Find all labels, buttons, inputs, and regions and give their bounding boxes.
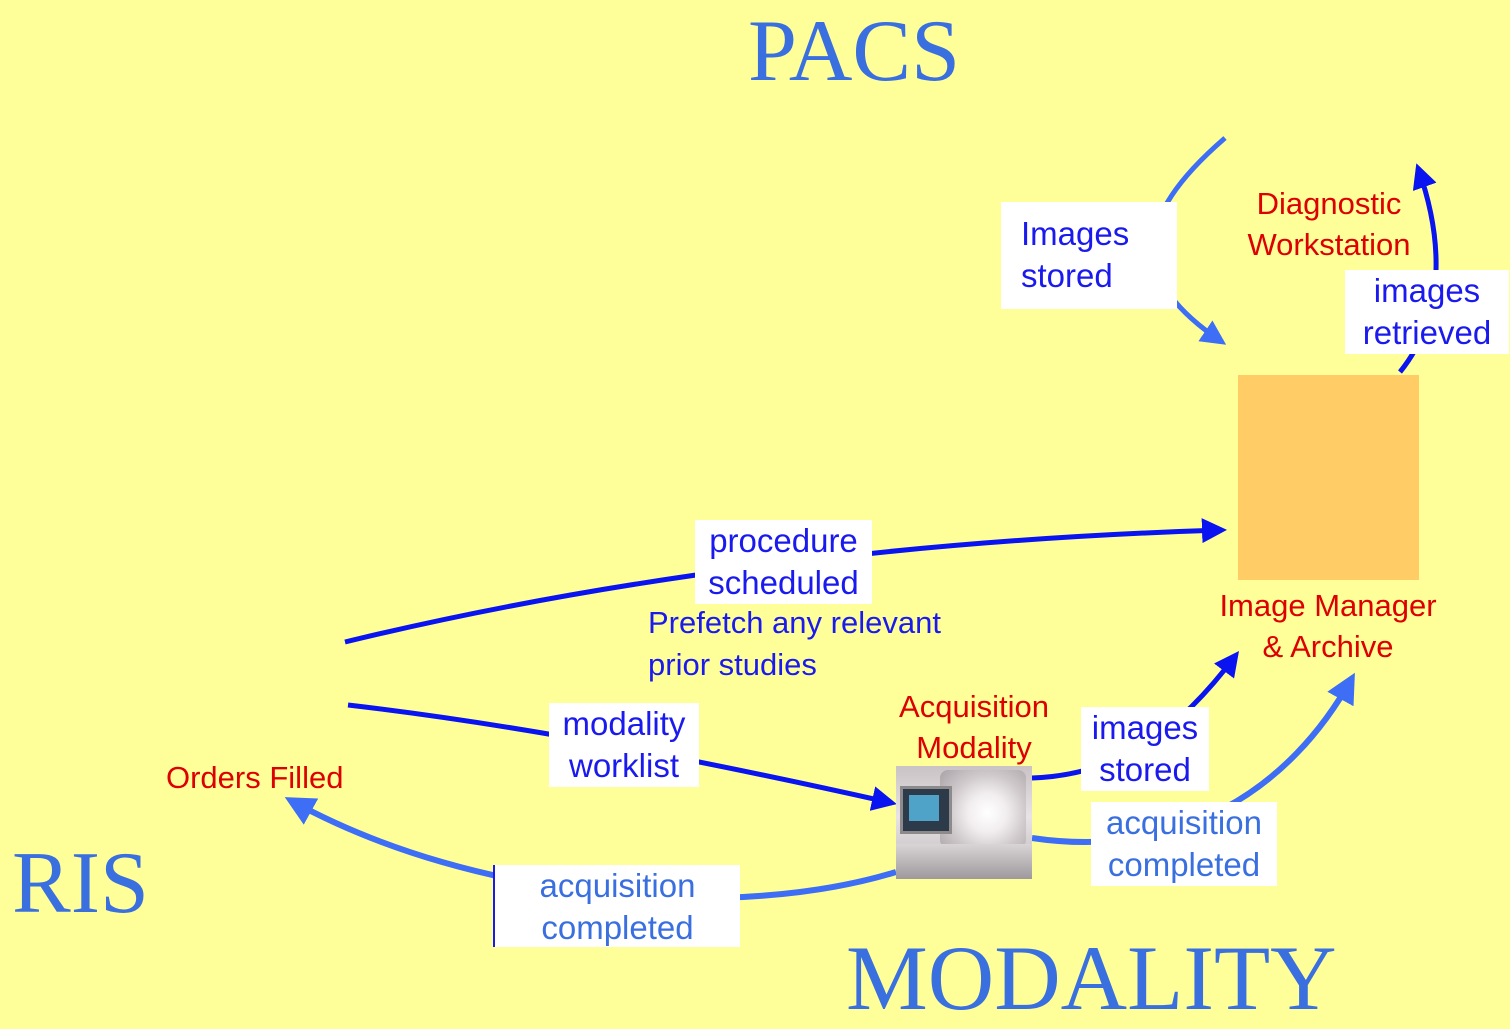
label-modality-worklist: modality worklist — [549, 703, 699, 787]
label-images-retrieved: images retrieved — [1345, 270, 1509, 354]
label-acquisition-completed-archive-line1: acquisition — [1106, 804, 1262, 841]
label-images-retrieved-line1: images — [1373, 272, 1481, 309]
label-acquisition-completed-archive: acquisition completed — [1091, 802, 1277, 886]
label-images-stored-modality-line2: stored — [1099, 751, 1191, 788]
label-procedure-scheduled: procedure scheduled — [695, 520, 872, 604]
label-images-stored-pacs-line1: Images — [1021, 215, 1130, 252]
label-procedure-scheduled-line1: procedure — [709, 522, 858, 559]
label-images-stored-modality: images stored — [1081, 707, 1209, 791]
node-image-manager: Image Manager & Archive — [1198, 585, 1458, 667]
node-image-manager-line2: & Archive — [1262, 629, 1394, 664]
prefetch-note: Prefetch any relevant prior studies — [648, 602, 941, 686]
node-diagnostic-workstation: Diagnostic Workstation — [1226, 183, 1432, 265]
prefetch-note-line1: Prefetch any relevant — [648, 605, 941, 640]
scanner-gantry — [940, 770, 1026, 848]
node-acquisition-modality-line2: Modality — [916, 730, 1032, 765]
label-images-stored-pacs-line2: stored — [1021, 257, 1113, 294]
label-modality-worklist-line1: modality — [562, 705, 686, 742]
prefetch-note-line2: prior studies — [648, 647, 817, 682]
scanner-console — [896, 844, 1032, 879]
region-modality-title: MODALITY — [846, 927, 1337, 1029]
node-acquisition-modality-line1: Acquisition — [899, 689, 1049, 724]
label-images-stored-modality-line1: images — [1091, 709, 1199, 746]
node-diagnostic-workstation-line2: Workstation — [1247, 227, 1411, 262]
label-acquisition-completed-ris-line2: completed — [541, 909, 694, 946]
image-archive-box — [1238, 375, 1419, 580]
node-image-manager-line1: Image Manager — [1219, 588, 1437, 623]
region-ris-title: RIS — [12, 835, 149, 932]
scanner-monitor — [900, 786, 952, 834]
node-acquisition-modality: Acquisition Modality — [876, 686, 1072, 768]
label-acquisition-completed-ris: acquisition completed — [493, 865, 740, 947]
node-orders-filled: Orders Filled — [166, 760, 344, 795]
node-diagnostic-workstation-line1: Diagnostic — [1256, 186, 1402, 221]
label-acquisition-completed-ris-line1: acquisition — [539, 867, 696, 904]
region-pacs-title: PACS — [748, 3, 961, 100]
label-modality-worklist-line2: worklist — [568, 747, 679, 784]
label-images-retrieved-line2: retrieved — [1362, 314, 1492, 351]
label-procedure-scheduled-line2: scheduled — [708, 564, 859, 601]
acquisition-modality-image — [896, 766, 1032, 879]
label-images-stored-pacs: Images stored — [1001, 202, 1177, 309]
label-acquisition-completed-archive-line2: completed — [1107, 846, 1261, 883]
